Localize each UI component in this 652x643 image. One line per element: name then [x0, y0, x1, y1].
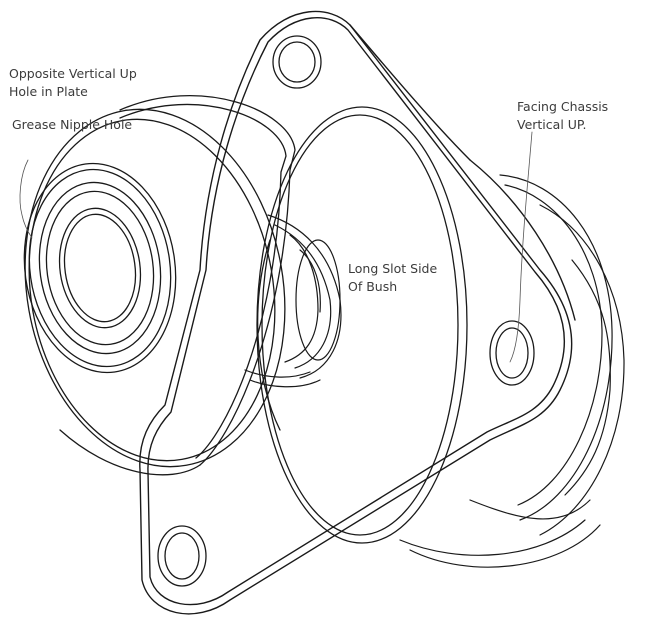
plate-hole-right — [489, 320, 535, 386]
label-opposite-hole: Opposite Vertical Up Hole in Plate — [9, 65, 137, 101]
label-facing-chassis-line1: Facing Chassis — [517, 99, 609, 114]
leader-lines — [19, 131, 533, 363]
bore-rings — [23, 162, 177, 374]
plate-boss — [256, 106, 468, 544]
label-facing-chassis: Facing Chassis Vertical UP. — [517, 98, 608, 134]
plate-hole-top — [272, 35, 322, 89]
label-long-slot-line2: Of Bush — [348, 279, 398, 294]
label-long-slot-line1: Long Slot Side — [348, 261, 438, 276]
leader-facing-chassis — [509, 131, 533, 363]
leader-grease-nipple — [19, 159, 33, 239]
label-long-slot: Long Slot Side Of Bush — [348, 260, 437, 296]
label-opposite-hole-line1: Opposite Vertical Up — [9, 66, 137, 81]
front-cap — [24, 95, 296, 476]
label-facing-chassis-line2: Vertical UP. — [517, 117, 587, 132]
label-opposite-hole-line2: Hole in Plate — [9, 84, 88, 99]
neck-slot — [244, 214, 342, 388]
label-grease-nipple-hole: Grease Nipple Hole — [12, 117, 133, 132]
mounting-plate — [139, 10, 576, 615]
plate-hole-bottom — [157, 525, 207, 587]
rear-spigot — [399, 174, 625, 568]
